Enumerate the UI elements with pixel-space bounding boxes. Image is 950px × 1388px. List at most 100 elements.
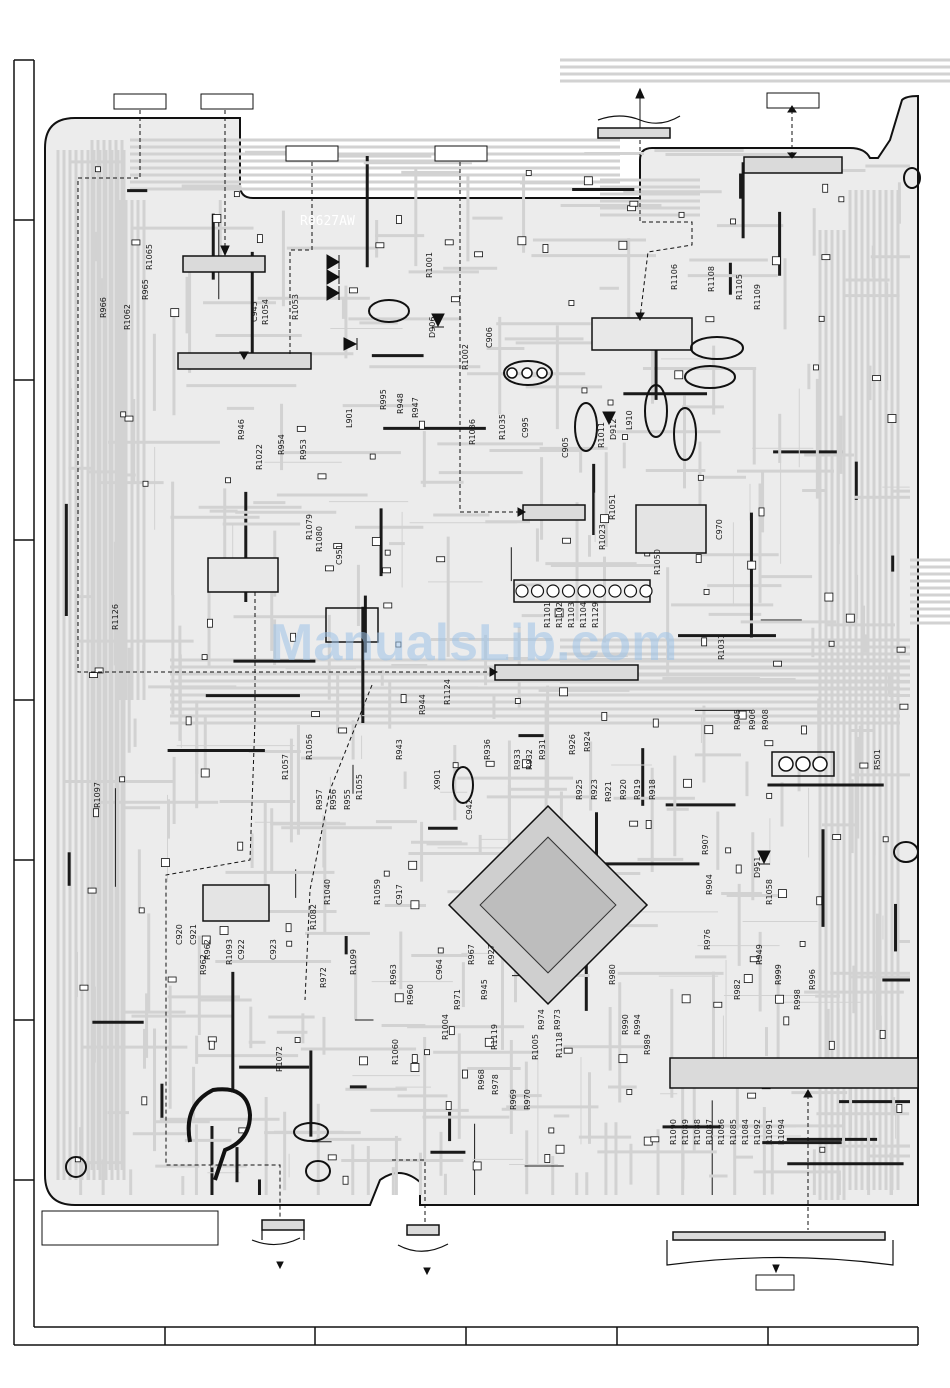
component-label: R943	[395, 739, 404, 760]
component-label: R908	[761, 709, 770, 730]
watermark: ManualsLib.com	[270, 614, 677, 672]
label-boxes	[41, 92, 820, 1291]
component-label: R946	[237, 419, 246, 440]
component-label: R1082	[309, 904, 318, 930]
component-label: R1097	[93, 782, 102, 808]
component-label: R1087	[705, 1119, 714, 1145]
component-label: R1099	[349, 949, 358, 975]
component-label: R1054	[261, 299, 270, 325]
component-label: R932	[525, 749, 534, 770]
component-label: D951	[753, 857, 762, 878]
header-pin	[515, 584, 529, 598]
component-label: R954	[277, 434, 286, 455]
component-label: R927	[487, 944, 496, 965]
component-label: R1091	[765, 1119, 774, 1145]
component-label: R907	[701, 834, 710, 855]
drawing-frame	[13, 59, 919, 1346]
component-label: C905	[561, 437, 570, 458]
header-pin	[577, 584, 591, 598]
component-label: C951	[335, 544, 344, 565]
component-label: R972	[319, 967, 328, 988]
header-pin	[639, 584, 653, 598]
component-label: R962	[203, 939, 212, 960]
component-label: R1085	[729, 1119, 738, 1145]
component-label: R1059	[373, 879, 382, 905]
component-label: R1058	[765, 879, 774, 905]
component-label: R994	[633, 1014, 642, 1035]
component-label: R1072	[275, 1046, 284, 1072]
component-label: R980	[608, 964, 617, 985]
component-label: R1108	[707, 266, 716, 292]
component-label: L901	[345, 408, 354, 428]
component-label: R948	[396, 393, 405, 414]
trimmer-pads	[506, 367, 835, 777]
component-label: R969	[509, 1089, 518, 1110]
component-label: R1001	[425, 252, 434, 278]
component-label: R1050	[653, 549, 662, 575]
component-label: R936	[483, 739, 492, 760]
header-pin	[592, 584, 607, 598]
component-label: R1103	[567, 602, 576, 628]
component-label: C964	[435, 959, 444, 980]
component-label: R904	[705, 874, 714, 895]
component-label: R953	[299, 439, 308, 460]
header-pin	[608, 584, 622, 598]
component-label: R1118	[555, 1032, 564, 1058]
component-label: R949	[755, 944, 764, 965]
ic-soic-right	[635, 504, 707, 554]
component-label: R1086	[717, 1119, 726, 1145]
component-label: R1060	[391, 1039, 400, 1065]
component-label: C921	[189, 924, 198, 945]
component-label: R918	[648, 779, 657, 800]
component-label: R1105	[735, 274, 744, 300]
header-pin	[546, 584, 560, 598]
component-label: R1011	[597, 422, 606, 448]
component-label: R945	[480, 979, 489, 1000]
component-label: R996	[808, 969, 817, 990]
component-label: C923	[269, 939, 278, 960]
component-label: R982	[733, 979, 742, 1000]
component-label: R962	[199, 954, 208, 975]
component-label: C970	[715, 519, 724, 540]
ic-soic-left	[202, 884, 270, 922]
component-label: C917	[395, 884, 404, 905]
component-label: R1002	[461, 344, 470, 370]
component-label: R965	[141, 279, 150, 300]
component-label: R1062	[123, 304, 132, 330]
component-label: R974	[537, 1009, 546, 1030]
header-pin	[530, 584, 545, 598]
component-label: R1089	[681, 1119, 690, 1145]
component-label: C920	[175, 924, 184, 945]
component-label: R998	[793, 989, 802, 1010]
component-label: R1094	[777, 1119, 786, 1145]
component-label: R955	[343, 789, 352, 810]
component-label: R1056	[305, 734, 314, 760]
component-label: R923	[590, 779, 599, 800]
component-label: R956	[329, 789, 338, 810]
component-label: R971	[453, 989, 462, 1010]
component-label: R1129	[591, 602, 600, 628]
component-label: R1090	[669, 1119, 678, 1145]
component-label: R1084	[741, 1119, 750, 1145]
header-pin	[623, 584, 638, 598]
component-label: R1040	[323, 879, 332, 905]
component-label: R957	[315, 789, 324, 810]
oval-pads	[65, 167, 921, 1182]
component-label: R920	[619, 779, 628, 800]
component-label: R970	[523, 1089, 532, 1110]
component-label: R1035	[498, 414, 507, 440]
component-label: C906	[485, 327, 494, 348]
component-label: R1031	[717, 634, 726, 660]
component-label: R1023	[598, 524, 607, 550]
component-label: R989	[643, 1034, 652, 1055]
component-label: R1102	[555, 602, 564, 628]
component-label: R978	[491, 1074, 500, 1095]
component-label: R999	[774, 964, 783, 985]
pin-header-row	[513, 579, 653, 603]
component-label: R947	[411, 397, 420, 418]
component-label: R966	[99, 297, 108, 318]
component-label: R1101	[543, 602, 552, 628]
component-label: R944	[418, 694, 427, 715]
component-label: R1093	[225, 939, 234, 965]
